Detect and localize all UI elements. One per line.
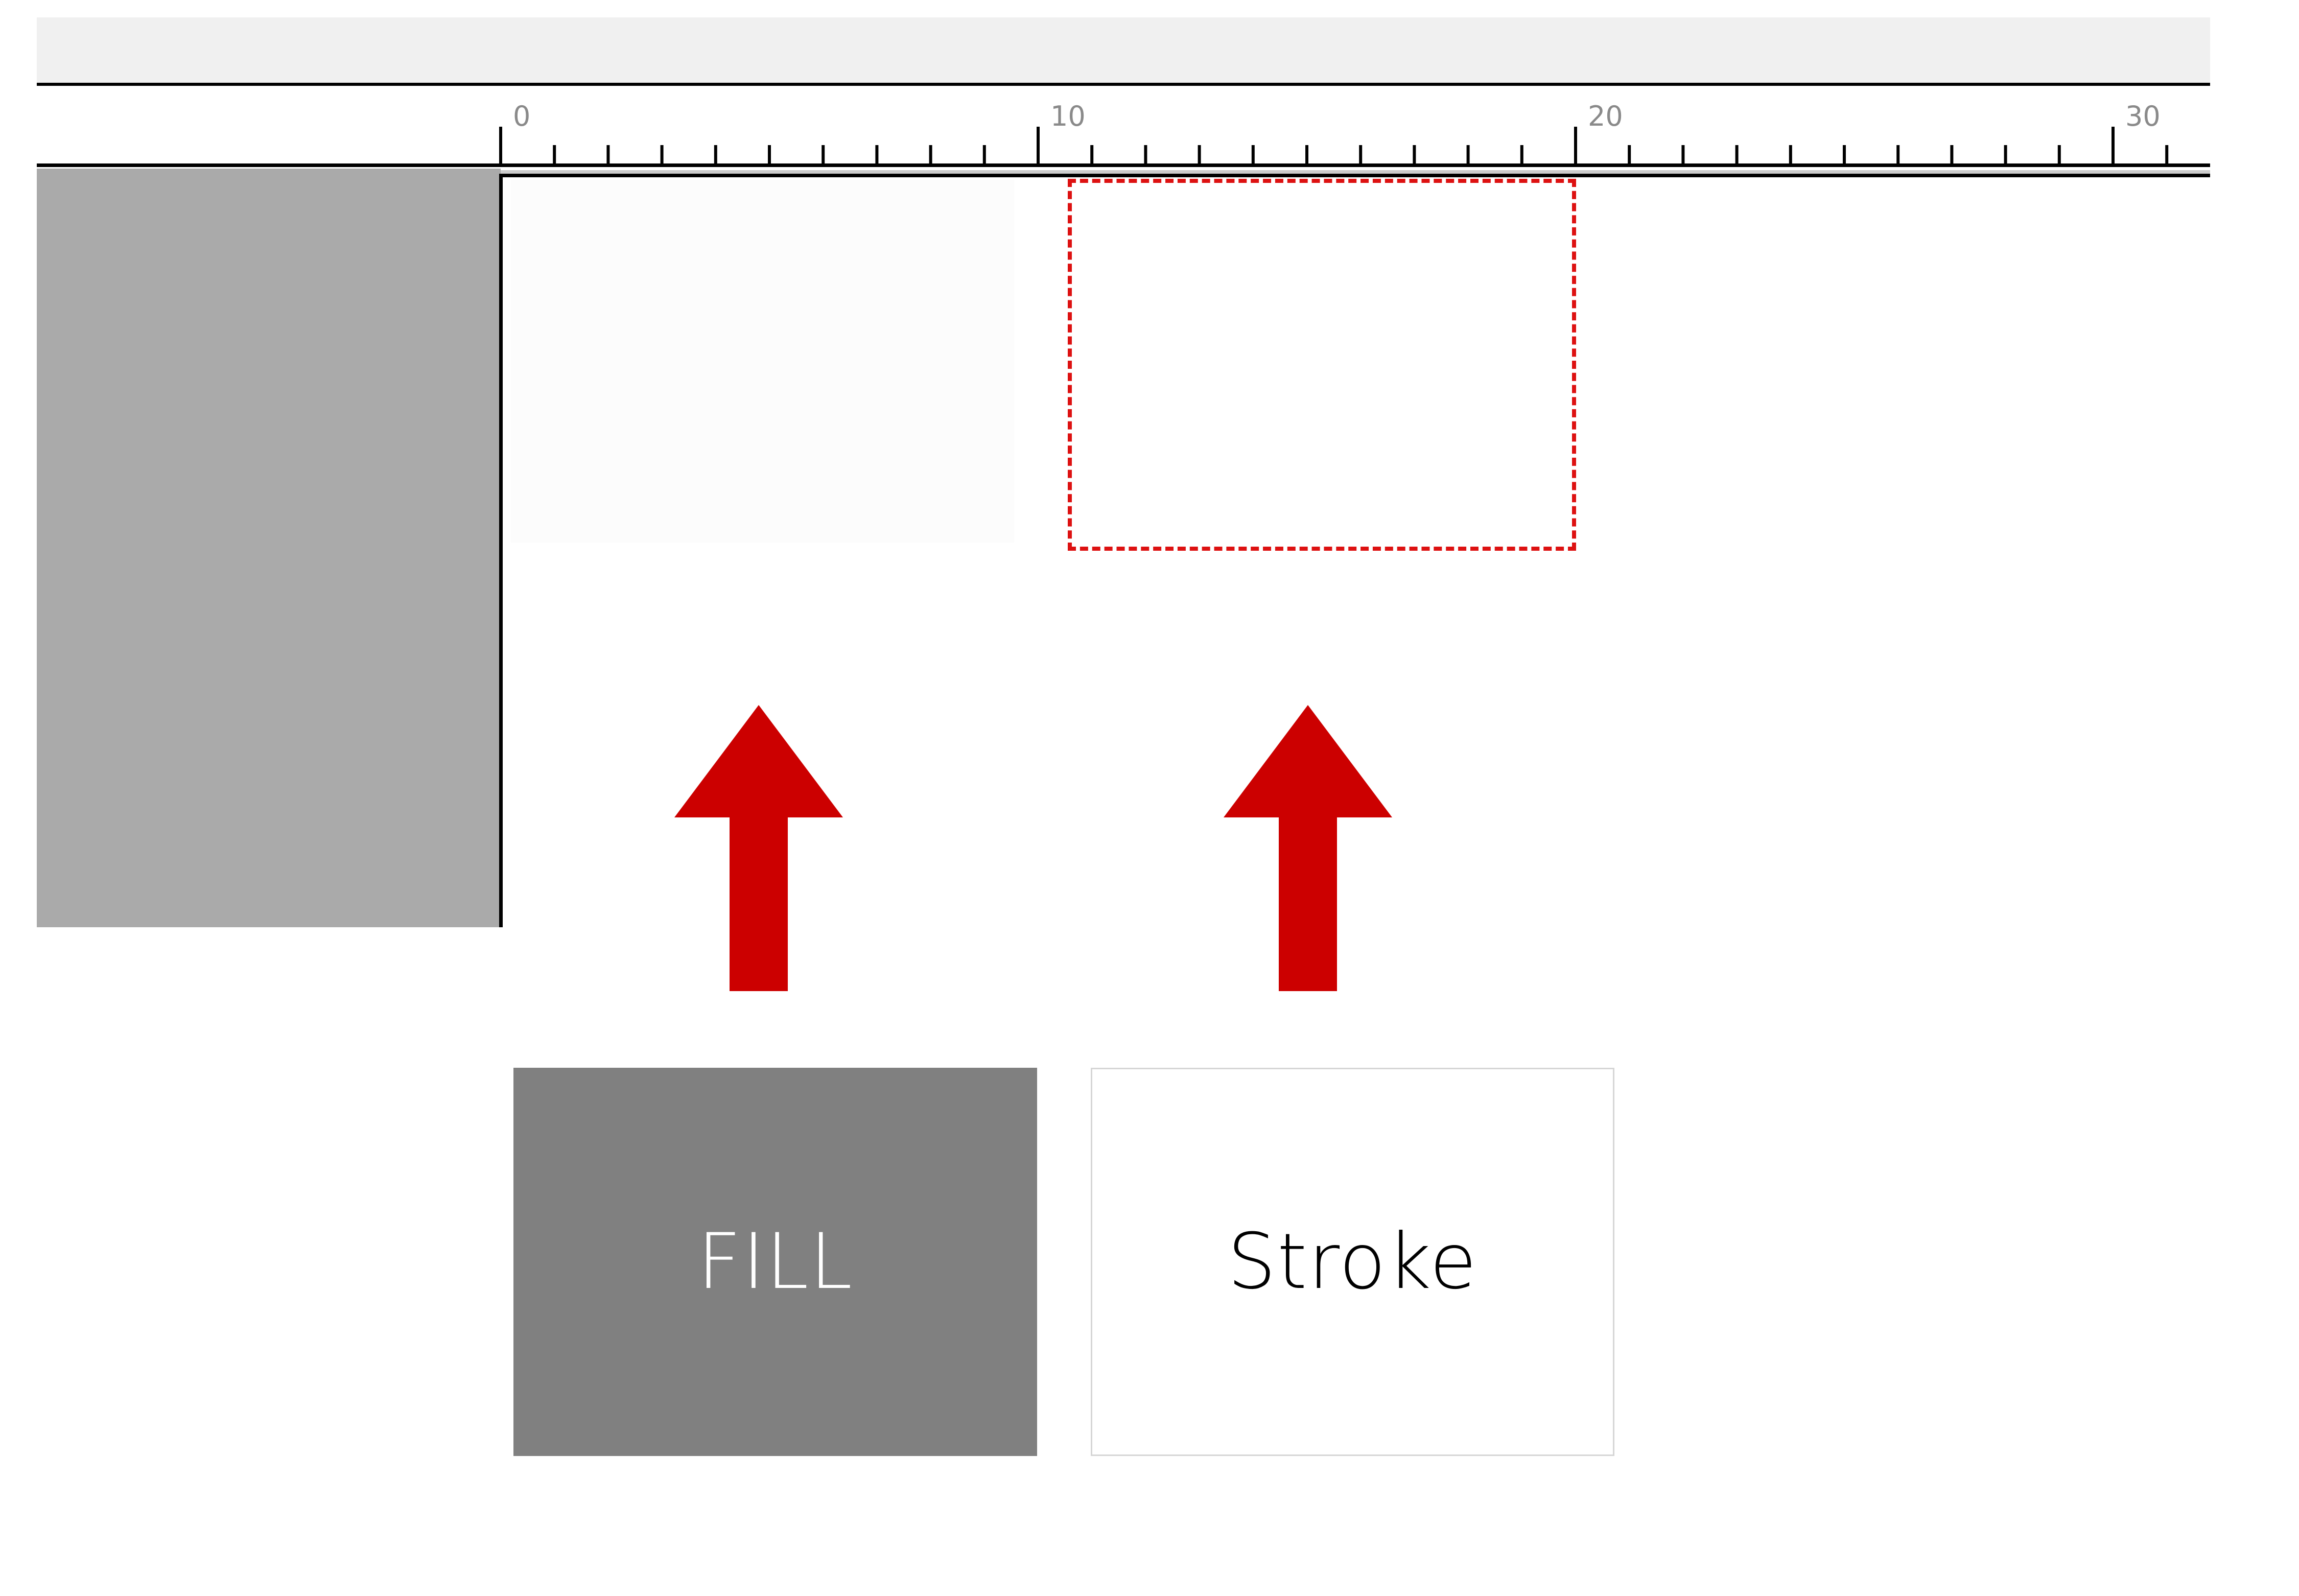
ruler-major-tick [1574,127,1577,163]
side-panel [37,169,501,927]
ruler-minor-tick [822,145,825,163]
ruler-minor-tick [1628,145,1631,163]
ruler-major-tick [499,127,502,163]
ruler-minor-tick [660,145,664,163]
ruler-minor-tick [1144,145,1147,163]
stroke-preview-area [1068,179,1576,551]
ruler-minor-tick [1950,145,1954,163]
ruler-major-tick [1037,127,1040,163]
fill-button[interactable]: FILL [513,1068,1037,1456]
ruler-minor-tick [768,145,771,163]
stroke-label: Stroke [1227,1217,1478,1306]
ruler-label-0: 0 [513,100,530,132]
stroke-button[interactable]: Stroke [1091,1068,1614,1456]
horizontal-ruler: 0 10 20 30 [37,100,2210,177]
arrow-up-icon [1224,705,1392,991]
ruler-baseline [37,163,2210,167]
arrow-up-icon [674,705,843,991]
stroke-arrow-up-icon [1224,705,1392,991]
ruler-minor-tick [929,145,932,163]
ruler-minor-tick [553,145,556,163]
ruler-minor-tick [1896,145,1900,163]
ruler-minor-tick [875,145,879,163]
ruler-minor-tick [1681,145,1685,163]
fill-preview-area [511,180,1014,543]
ruler-minor-tick [982,145,986,163]
ruler-minor-tick [1305,145,1308,163]
ruler-minor-tick [1466,145,1470,163]
ruler-minor-tick [1789,145,1792,163]
ruler-major-tick [2112,127,2115,163]
ruler-minor-tick [2057,145,2061,163]
fill-arrow-up-icon [674,705,843,991]
ruler-ticks [499,127,2169,163]
ruler-minor-tick [1359,145,1363,163]
canvas-left-edge [499,174,503,927]
ruler-minor-tick [1735,145,1739,163]
ruler-minor-tick [1843,145,1846,163]
ruler-minor-tick [1520,145,1523,163]
ruler-minor-tick [2165,145,2169,163]
ruler-minor-tick [2004,145,2007,163]
ruler-label-10: 10 [1050,100,1086,132]
ruler-label-30: 30 [2125,100,2161,132]
ruler-minor-tick [714,145,717,163]
ruler-minor-tick [1251,145,1255,163]
toolbar-strip [37,17,2210,84]
ruler-label-20: 20 [1588,100,1623,132]
canvas-frame [499,174,503,927]
ruler-minor-tick [1413,145,1416,163]
toolbar-divider [37,83,2210,86]
ruler-minor-tick [1198,145,1201,163]
ruler-minor-tick [606,145,610,163]
ruler-minor-tick [1090,145,1094,163]
canvas-top-edge [501,174,2210,177]
fill-label: FILL [697,1217,854,1306]
